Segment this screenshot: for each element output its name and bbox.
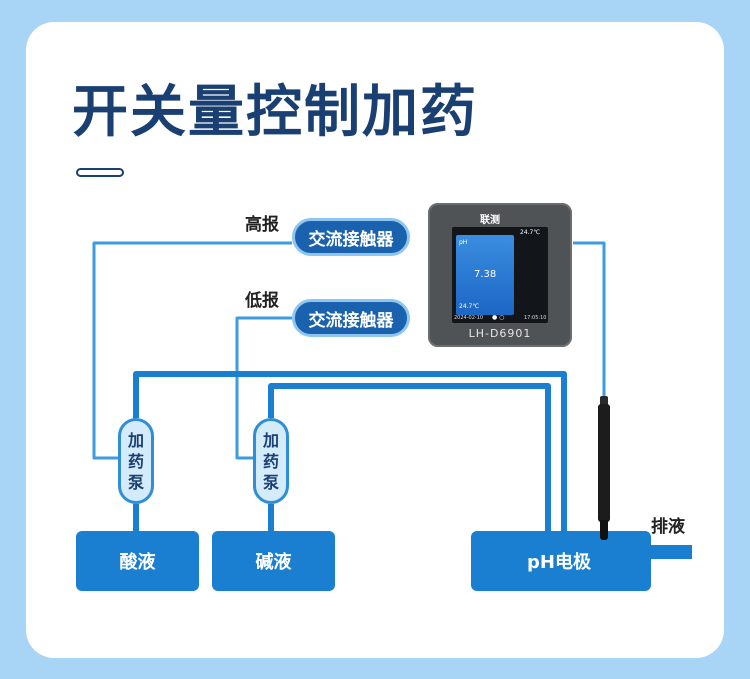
pump-char: 药 <box>262 451 279 471</box>
low-alarm-wire <box>235 316 292 460</box>
low-alarm-label: 低报 <box>245 291 279 311</box>
title-decoration <box>76 168 124 177</box>
pump-char: 加 <box>127 430 144 450</box>
device-screen: 24.7℃ pH 7.38 24.7℃ 2024-02-10 ● ○ 17:05… <box>452 227 548 323</box>
device-lcd: pH 7.38 24.7℃ <box>456 235 514 315</box>
alkali-tank: 碱液 <box>212 531 335 591</box>
electrode-tip <box>600 520 608 540</box>
drain-pipe <box>650 545 692 559</box>
page-title: 开关量控制加药 <box>72 80 478 145</box>
device-reading: 7.38 <box>474 269 497 280</box>
dosing-pump-alkali: 加 药 泵 <box>253 418 289 504</box>
device-brand-logo: 联测 <box>480 215 500 226</box>
drain-label: 排液 <box>651 517 685 537</box>
pump-char: 泵 <box>262 472 279 492</box>
device-param: pH <box>459 239 468 246</box>
ph-electrode-icon <box>598 404 610 522</box>
pump-char: 加 <box>262 430 279 450</box>
high-alarm-label: 高报 <box>245 215 279 235</box>
acid-tank: 酸液 <box>76 531 199 591</box>
acid-dosing-pipe <box>133 371 567 532</box>
device-model: LH-D6901 <box>468 327 532 340</box>
device-time: 17:05:10 <box>524 315 547 321</box>
device-to-electrode-wire <box>573 241 606 398</box>
contactor-high: 交流接触器 <box>292 218 410 256</box>
alkali-dosing-pipe <box>268 383 551 532</box>
electrode-cap <box>600 396 608 408</box>
electrode-tank: pH电极 <box>471 531 651 591</box>
device-temp-top: 24.7℃ <box>520 229 541 236</box>
high-alarm-wire <box>92 241 292 460</box>
pump-char: 泵 <box>127 472 144 492</box>
dosing-pump-acid: 加 药 泵 <box>118 418 154 504</box>
pump-char: 药 <box>127 451 144 471</box>
device-date: 2024-02-10 <box>454 315 484 321</box>
controller-device: 联测 24.7℃ pH 7.38 24.7℃ 2024-02-10 ● ○ 17… <box>428 203 572 347</box>
device-page-dots: ● ○ <box>492 314 505 321</box>
device-temp-bottom: 24.7℃ <box>459 303 480 310</box>
contactor-low: 交流接触器 <box>292 299 410 337</box>
